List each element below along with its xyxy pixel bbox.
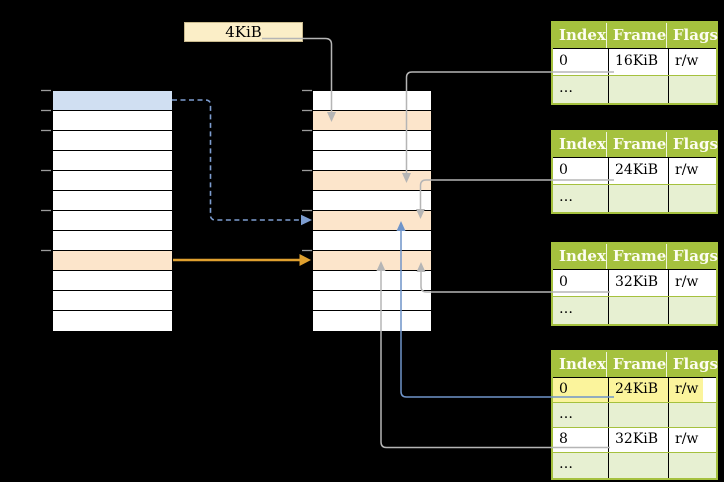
arrowhead-right [299,254,311,266]
cell-flags: r/w [669,378,716,402]
virtual-memory-row-6 [53,211,172,231]
physical-frame-row-5 [313,191,431,211]
cell-frame: 24KiB [609,378,669,402]
cell-frame: 24KiB [609,158,669,184]
physical-frame-row-2 [313,131,431,151]
virtual-memory-row-5 [53,191,172,211]
cell-frame [609,403,669,427]
cell-flags [669,403,716,427]
cell-frame [609,453,669,478]
page-table-1: Index Frame Flags 0 16KiB r/w … [551,21,718,105]
cell-flags [669,76,716,103]
cell-index: … [553,297,609,324]
header-cell-index: Index [553,23,607,48]
virtual-memory-row-11 [53,311,172,331]
table-row-highlighted: 0 24KiB r/w [553,378,716,403]
virtual-memory-row-1 [53,111,172,131]
physical-memory-table [312,90,432,332]
cell-flags [669,297,716,324]
cell-flags [669,185,716,212]
cell-index: 0 [553,49,609,75]
table-row: 0 32KiB r/w [553,270,716,297]
cell-index: … [553,76,609,103]
physical-frame-row-7 [313,231,431,251]
table-row-ellipsis: … [553,185,716,212]
root-pointer-label: 4KiB [225,23,262,41]
physical-frame-row-3 [313,151,431,171]
table-row: 0 24KiB r/w [553,158,716,185]
physical-frame-row-11 [313,311,431,331]
physical-frame-row-6 [313,211,431,231]
root-pointer-box: 4KiB [184,22,303,42]
virtual-memory-row-0 [53,91,172,111]
physical-frame-row-8 [313,251,431,271]
cell-index: … [553,185,609,212]
virtual-memory-row-3 [53,151,172,171]
header-cell-frame: Frame [607,244,667,269]
header-cell-frame: Frame [607,132,667,157]
header-cell-flags: Flags [672,26,718,44]
page-table-3-header: Index Frame Flags [553,244,718,270]
table-row-ellipsis: … [553,403,716,428]
header-cell-frame: Frame [607,23,667,48]
cell-frame [609,185,669,212]
cell-index: … [553,453,609,478]
cell-frame: 16KiB [609,49,669,75]
cell-frame: 32KiB [609,428,669,452]
header-cell-index: Index [553,244,607,269]
page-table-1-header: Index Frame Flags [553,23,718,49]
physical-frame-row-9 [313,271,431,291]
virtual-memory-row-10 [53,291,172,311]
cell-frame [609,76,669,103]
cell-flags: r/w [675,274,699,290]
header-cell-index: Index [553,352,607,377]
cell-flags: r/w [675,53,699,69]
virtual-memory-row-9 [53,271,172,291]
cell-frame: 32KiB [609,270,669,296]
table-row: 0 16KiB r/w [553,49,716,76]
physical-frame-row-4 [313,171,431,191]
cell-index: 8 [553,428,609,452]
virtual-memory-row-8 [53,251,172,271]
header-cell-frame: Frame [607,352,667,377]
header-cell-flags: Flags [672,135,718,153]
cell-index: 0 [553,378,609,402]
table-row: 8 32KiB r/w [553,428,716,453]
physical-frame-row-10 [313,291,431,311]
cell-flags [669,453,716,478]
page-table-3: Index Frame Flags 0 32KiB r/w … [551,242,718,326]
virtual-memory-table [52,90,173,332]
cell-index: 0 [553,158,609,184]
cell-frame [609,297,669,324]
header-cell-flags: Flags [672,247,718,265]
table-row-ellipsis: … [553,76,716,103]
table-row-ellipsis: … [553,297,716,324]
page-table-2-header: Index Frame Flags [553,132,718,158]
page-table-2: Index Frame Flags 0 24KiB r/w … [551,130,718,214]
cell-index: 0 [553,270,609,296]
virtual-memory-row-4 [53,171,172,191]
table-row-ellipsis: … [553,453,716,478]
cell-flags: r/w [675,162,699,178]
arrow-virtual0-to-frame6-dashed [172,99,312,226]
cell-index: … [553,403,609,427]
cell-flags: r/w [675,431,699,447]
arrow-virtual8-to-frame8-orange [173,254,311,266]
physical-frame-row-1 [313,111,431,131]
virtual-memory-row-2 [53,131,172,151]
header-cell-flags: Flags [672,355,718,373]
arrowhead-right [301,214,312,226]
physical-address-ticks [302,89,312,252]
page-table-4-header: Index Frame Flags [553,352,718,378]
physical-frame-row-0 [313,91,431,111]
header-cell-index: Index [553,132,607,157]
virtual-address-ticks [41,89,51,252]
page-table-4: Index Frame Flags 0 24KiB r/w … 8 32KiB … [551,350,718,480]
virtual-memory-row-7 [53,231,172,251]
